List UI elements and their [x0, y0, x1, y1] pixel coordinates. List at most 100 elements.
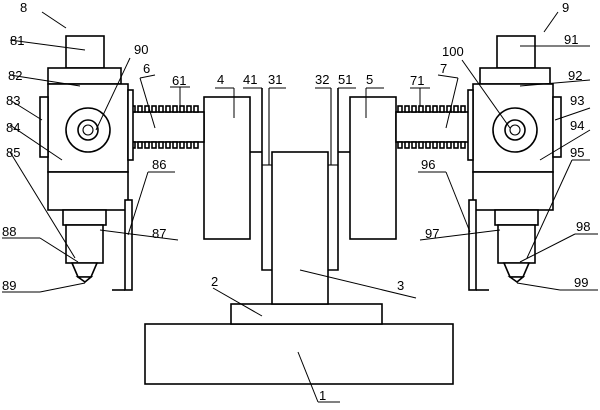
head-assembly-8 — [39, 35, 134, 291]
label-88: 88 — [2, 224, 16, 239]
thread-tooth — [137, 105, 143, 113]
thread-tooth — [158, 105, 164, 113]
guard-96 — [468, 199, 477, 291]
leader-lines — [2, 11, 598, 403]
label-85: 85 — [6, 145, 20, 160]
label-3: 3 — [397, 278, 404, 293]
thread-tooth — [179, 141, 185, 149]
label-61: 61 — [172, 73, 186, 88]
label-92: 92 — [568, 68, 582, 83]
thread-tooth — [432, 141, 438, 149]
label-41: 41 — [243, 72, 257, 87]
thread-tooth — [425, 141, 431, 149]
thread-tooth — [144, 141, 150, 149]
label-2: 2 — [211, 274, 218, 289]
tool-holder-88 — [65, 224, 104, 264]
thread-tooth — [453, 105, 459, 113]
label-9: 9 — [562, 0, 569, 15]
tool-tip-99 — [507, 276, 526, 284]
label-90: 90 — [134, 42, 148, 57]
thread-tooth — [418, 105, 424, 113]
thread-tooth — [425, 105, 431, 113]
thread-tooth — [186, 141, 192, 149]
guard-86 — [124, 199, 133, 291]
thread-tooth — [411, 105, 417, 113]
label-95: 95 — [570, 145, 584, 160]
label-71: 71 — [410, 73, 424, 88]
label-1: 1 — [319, 388, 326, 403]
label-99: 99 — [574, 275, 588, 290]
chuck-97 — [494, 209, 539, 226]
motor-4 — [203, 96, 251, 240]
thread-tooth — [397, 141, 403, 149]
thread-tooth — [137, 141, 143, 149]
pedestal-2 — [230, 303, 383, 325]
label-100: 100 — [442, 44, 464, 59]
label-31: 31 — [268, 72, 282, 87]
wheel-90 — [65, 107, 111, 153]
thread-teeth-61 — [130, 105, 199, 113]
motor-81 — [65, 35, 105, 69]
thread-tooth — [432, 105, 438, 113]
screw-shaft-6 — [127, 105, 205, 149]
thread-tooth — [411, 141, 417, 149]
thread-tooth — [439, 105, 445, 113]
label-86: 86 — [152, 157, 166, 172]
thread-tooth — [453, 141, 459, 149]
label-83: 83 — [6, 93, 20, 108]
thread-tooth — [460, 141, 466, 149]
thread-tooth — [404, 105, 410, 113]
thread-tooth — [404, 141, 410, 149]
label-84: 84 — [6, 120, 20, 135]
bracket-41 — [261, 88, 272, 271]
label-51: 51 — [338, 72, 352, 87]
top-block-92 — [479, 67, 551, 85]
label-7: 7 — [440, 61, 447, 76]
side-plate-93 — [552, 96, 562, 158]
top-block-82 — [47, 67, 122, 85]
label-82: 82 — [8, 68, 22, 83]
thread-tooth — [172, 105, 178, 113]
label-97: 97 — [425, 226, 439, 241]
label-4: 4 — [217, 72, 224, 87]
tool-tip-89 — [75, 276, 94, 284]
motor-91 — [496, 35, 536, 69]
thread-tooth — [439, 141, 445, 149]
label-96: 96 — [421, 157, 435, 172]
wheel-100 — [492, 107, 538, 153]
thread-tooth — [460, 105, 466, 113]
label-89: 89 — [2, 278, 16, 293]
thread-tooth — [186, 105, 192, 113]
label-8: 8 — [20, 0, 27, 15]
label-32: 32 — [315, 72, 329, 87]
thread-tooth — [172, 141, 178, 149]
thread-tooth — [151, 105, 157, 113]
thread-tooth — [193, 141, 199, 149]
label-81: 81 — [10, 33, 24, 48]
column-3 — [271, 151, 329, 305]
chuck-87 — [62, 209, 107, 226]
thread-tooth — [158, 141, 164, 149]
housing-94 — [472, 83, 554, 173]
label-5: 5 — [366, 72, 373, 87]
thread-tooth — [151, 141, 157, 149]
side-plate-83 — [39, 96, 49, 158]
thread-tooth — [165, 141, 171, 149]
thread-tooth — [165, 105, 171, 113]
label-6: 6 — [143, 61, 150, 76]
label-91: 91 — [564, 32, 578, 47]
label-98: 98 — [576, 219, 590, 234]
motor-5 — [349, 96, 397, 240]
thread-tooth — [179, 105, 185, 113]
head-assembly-9 — [467, 35, 562, 291]
thread-tooth — [397, 105, 403, 113]
thread-tooth — [418, 141, 424, 149]
label-94: 94 — [570, 118, 584, 133]
thread-teeth-71 — [397, 105, 466, 113]
label-93: 93 — [570, 93, 584, 108]
screw-shaft-7 — [395, 105, 474, 149]
thread-tooth — [446, 141, 452, 149]
bracket-51 — [328, 88, 339, 271]
